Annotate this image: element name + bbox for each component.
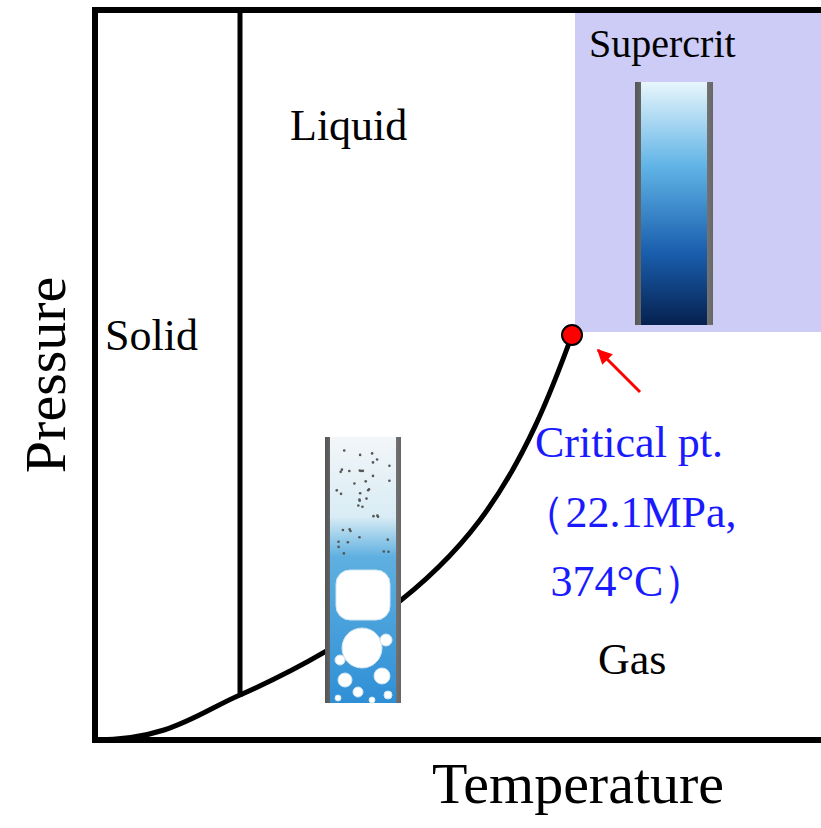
critical-pointer — [598, 350, 640, 392]
critical-point — [562, 325, 582, 345]
boiling-tube — [325, 437, 401, 703]
supercritical-region-box: Supercrit — [575, 10, 821, 332]
melting-line — [238, 10, 243, 697]
region-label: Gas — [598, 636, 666, 684]
axis-title: Temperature — [432, 752, 724, 816]
critical-point-label: Critical pt. （22.1MPa, 374°C） — [498, 408, 760, 617]
region-label: Solid — [105, 312, 198, 360]
axis-title: Pressure — [14, 277, 78, 474]
region-label: Liquid — [290, 102, 407, 150]
top-frame — [92, 7, 821, 13]
region-label: Supercrit — [575, 10, 821, 64]
supercritical-tube — [635, 82, 713, 325]
y-axis — [92, 8, 98, 743]
x-axis — [92, 737, 821, 743]
supercritical-region — [575, 10, 821, 332]
vaporization-curve — [95, 335, 572, 740]
